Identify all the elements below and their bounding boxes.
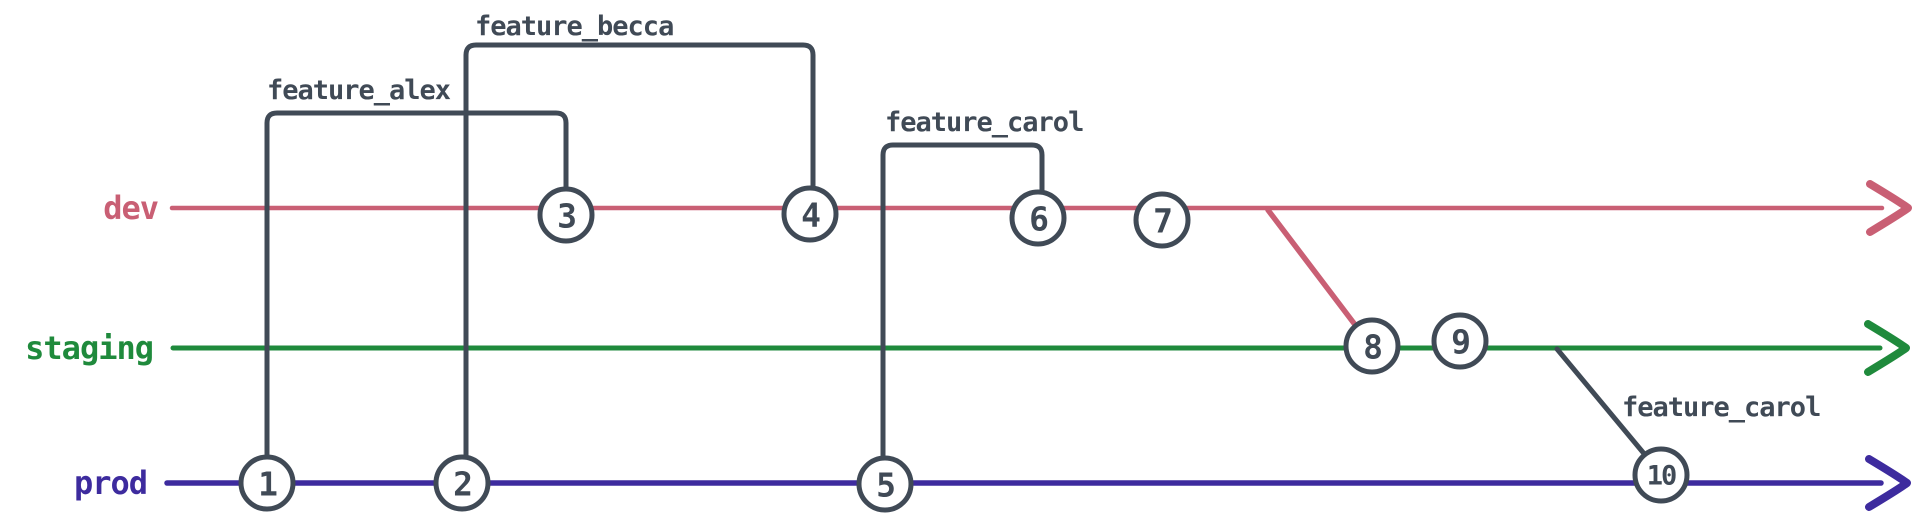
merge-line-0: [1265, 207, 1359, 329]
commit-number: 7: [1153, 202, 1171, 241]
branch-label-prod: prod: [73, 464, 148, 502]
feature-label: feature_becca: [475, 11, 674, 42]
dev-arrow-icon: [1866, 180, 1912, 236]
commit-node-1: [238, 454, 296, 512]
feature-label: feature_carol: [1622, 392, 1821, 423]
commit-number: 4: [801, 196, 820, 235]
branch-label-dev: dev: [103, 189, 159, 227]
commit-node-7: [1133, 191, 1191, 249]
commit-node-9: [1431, 312, 1489, 370]
commit-node-5: [856, 455, 914, 513]
commit-number: 9: [1451, 323, 1469, 362]
commit-number: 3: [557, 197, 575, 236]
commit-number: 1: [258, 465, 277, 504]
feature-label: feature_carol: [885, 107, 1084, 138]
commit-node-3: [537, 186, 595, 244]
feature-branch-path-0: [264, 110, 569, 461]
feature-branch-path-1: [463, 42, 816, 461]
feature-label: feature_alex: [267, 75, 451, 106]
commit-node-8: [1343, 317, 1401, 375]
staging-arrow-icon: [1864, 320, 1910, 376]
commit-number: 2: [453, 465, 471, 504]
commit-node-2: [433, 454, 491, 512]
commit-number: 5: [876, 466, 894, 505]
commit-number: 10: [1647, 461, 1676, 492]
commit-number: 8: [1363, 328, 1381, 367]
feature-branch-path-3: [1554, 346, 1649, 459]
feature-branch-path-2: [880, 142, 1045, 462]
prod-arrow-icon: [1865, 455, 1911, 511]
commit-node-4: [781, 185, 839, 243]
commit-node-10: [1632, 446, 1690, 504]
commit-node-6: [1009, 189, 1067, 247]
commit-number: 6: [1029, 200, 1048, 239]
branch-label-staging: staging: [25, 329, 154, 367]
